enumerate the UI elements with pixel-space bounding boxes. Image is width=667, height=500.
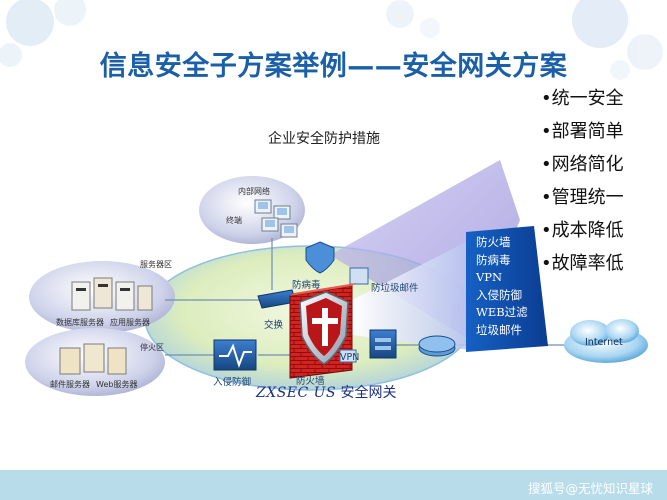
terminal-computers-icon	[254, 199, 298, 238]
vpn-device-icon	[339, 349, 357, 363]
vpn-label: VPN	[340, 352, 360, 363]
feature-item: 防火墙	[476, 235, 511, 249]
feature-item: 垃圾邮件	[476, 322, 522, 337]
dmz-server-icon	[59, 343, 127, 375]
web-server-label: Web服务器	[96, 380, 138, 389]
benefit-item: •成本降低	[541, 220, 624, 241]
benefit-item: •管理统一	[541, 187, 624, 208]
ips-label: 入侵防御	[213, 377, 252, 388]
feature-item: 入侵防御	[476, 287, 522, 302]
gateway-appliance-icon	[369, 329, 397, 359]
brand-name: ZXSEC US	[256, 385, 337, 401]
feature-item: VPN	[476, 270, 503, 284]
benefit-item: •网络简化	[541, 154, 624, 175]
app-server-label: 应用服务器	[110, 318, 150, 327]
antivirus-label: 防病毒	[292, 280, 321, 291]
switch-label: 交换	[264, 320, 284, 331]
internet-label: Internet	[585, 337, 623, 348]
firewall-label: 防火墙	[296, 376, 325, 387]
antivirus-shield-icon	[305, 241, 335, 274]
benefit-list: •统一安全 •部署简单 •网络简化 •管理统一 •成本降低 •故障率低	[541, 84, 624, 282]
db-server-label: 数据库服务器	[56, 318, 104, 327]
router-icon	[418, 335, 456, 357]
gateway-feature-list: 防火墙 防病毒 VPN 入侵防御 WEB过滤 垃圾邮件	[476, 234, 546, 339]
watermark-text: 搜狐号@无忧知识星球	[527, 481, 653, 496]
gateway-brand: ZXSEC US 安全网关	[256, 382, 397, 402]
feature-item: WEB过滤	[476, 305, 528, 319]
footer-band	[0, 470, 667, 500]
antispam-label: 防垃圾邮件	[371, 283, 419, 294]
flower-decoration-icon	[0, 0, 663, 80]
internet-cloud-icon	[564, 319, 648, 363]
feature-item: 防病毒	[476, 252, 511, 267]
dmz-label: 停火区	[140, 343, 164, 352]
benefit-item: •统一安全	[541, 88, 624, 109]
mail-server-label: 邮件服务器	[50, 380, 90, 389]
benefit-item: •故障率低	[541, 253, 624, 274]
gateway-shield-icon	[299, 291, 349, 365]
terminal-label: 终端	[226, 216, 242, 225]
ips-device-icon	[213, 339, 257, 371]
server-rack-icon	[71, 277, 153, 311]
server-zone-label: 服务器区	[140, 260, 172, 269]
diagram-subtitle: 企业安全防护措施	[268, 131, 380, 147]
antispam-icon	[349, 267, 369, 285]
page-title: 信息安全子方案举例——安全网关方案	[99, 51, 568, 82]
brand-suffix: 安全网关	[340, 385, 397, 401]
internal-network-label: 内部网络	[238, 187, 270, 196]
benefit-item: •部署简单	[541, 121, 624, 142]
